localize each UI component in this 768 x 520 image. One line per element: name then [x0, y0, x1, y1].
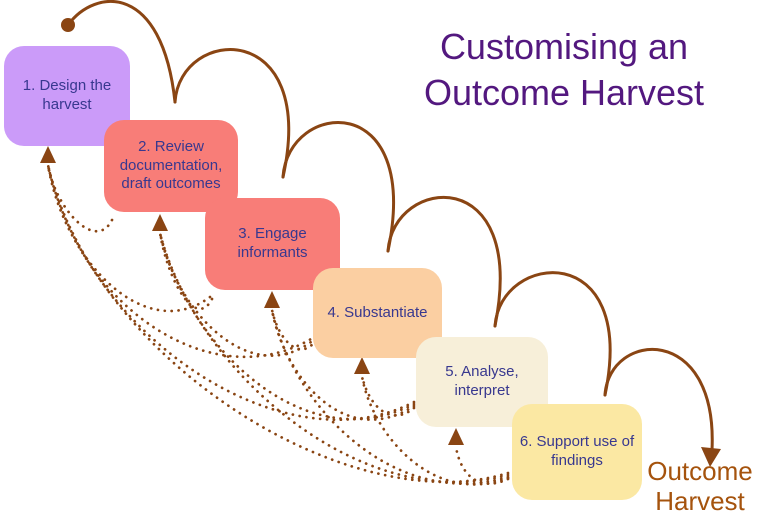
feedback-curve-6-to-1	[46, 163, 510, 484]
start-dot	[61, 18, 75, 32]
feedback-arrowhead-step2	[152, 214, 168, 231]
hop-arc-4	[386, 195, 502, 328]
feedback-curve-3-to-2	[158, 231, 214, 311]
diagram-title: Customising an Outcome Harvest	[380, 24, 748, 116]
diagram-title-line2: Outcome Harvest	[423, 72, 705, 113]
feedback-curve-2-to-1	[46, 163, 114, 233]
feedback-curve-4-to-3	[270, 308, 318, 351]
feedback-curve-5-to-2	[158, 231, 416, 421]
feedback-curve-3-to-1	[46, 163, 212, 313]
feedback-curve-6-to-3	[270, 308, 510, 485]
feedback-arrowhead-step3	[264, 291, 280, 308]
hop-arc-3	[281, 121, 395, 253]
hop-arc-5	[493, 271, 612, 397]
step-label-2: 2. Review documentation, draft outcomes	[119, 137, 223, 193]
step-box-6: 6. Support use of findings	[512, 404, 642, 500]
outcome-harvest-label: Outcome Harvest	[628, 456, 768, 516]
feedback-curve-4-to-2	[158, 231, 318, 357]
outcome-harvest-label-line1: Outcome	[647, 456, 753, 486]
step-box-2: 2. Review documentation, draft outcomes	[104, 120, 238, 212]
step-label-1: 1. Design the harvest	[22, 77, 112, 113]
step-label-5: 5. Analyse, interpret	[445, 363, 519, 399]
hop-arc-6	[603, 347, 714, 452]
final-arrowhead	[701, 447, 721, 467]
outcome-harvest-label-line2: Harvest	[655, 486, 745, 516]
step-label-6: 6. Support use of findings	[519, 433, 635, 469]
step-label-3: 3. Engage informants	[237, 225, 308, 261]
feedback-curve-6-to-4	[360, 374, 510, 486]
feedback-arrowhead-step4	[354, 357, 370, 374]
feedback-curve-5-to-4	[360, 374, 416, 417]
step-box-3: 3. Engage informants	[205, 198, 340, 290]
step-label-4: 4. Substantiate	[327, 303, 428, 321]
hop-arc-2	[173, 48, 291, 179]
feedback-arrowhead-step5	[448, 428, 464, 445]
feedback-arrowhead-step1	[40, 146, 56, 163]
feedback-curve-4-to-1	[46, 163, 318, 359]
hop-arc-1	[66, 0, 177, 104]
diagram-title-line1: Customising an	[439, 26, 689, 67]
feedback-curve-6-to-5	[454, 445, 510, 485]
